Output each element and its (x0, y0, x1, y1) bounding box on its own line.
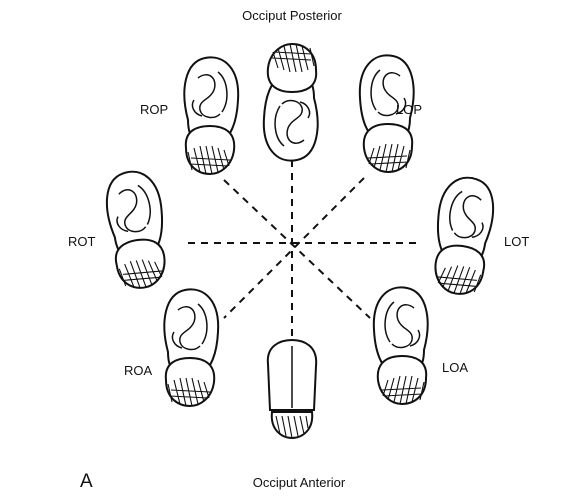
label-rot: ROT (68, 234, 96, 249)
label-roa: ROA (124, 363, 153, 378)
dashed-axis-lines (188, 160, 418, 338)
fetus-rop (183, 56, 240, 175)
fetus-rot (101, 167, 174, 293)
label-lot: LOT (504, 234, 529, 249)
fetus-roa (163, 288, 220, 407)
fetus-occiput-anterior (266, 338, 318, 440)
label-rop: ROP (140, 102, 168, 117)
ray-diagonal-lop-roa (223, 177, 365, 319)
label-occiput-posterior: Occiput Posterior (242, 8, 342, 23)
fetus-occiput-posterior (262, 43, 319, 162)
panel-letter: A (80, 471, 93, 492)
label-loa: LOA (442, 360, 468, 375)
fetus-lot (426, 173, 499, 299)
label-lop: LOP (396, 102, 422, 117)
fetus-loa (372, 286, 429, 405)
ray-diagonal-rop-loa (223, 179, 371, 319)
label-occiput-anterior: Occiput Anterior (253, 475, 346, 490)
